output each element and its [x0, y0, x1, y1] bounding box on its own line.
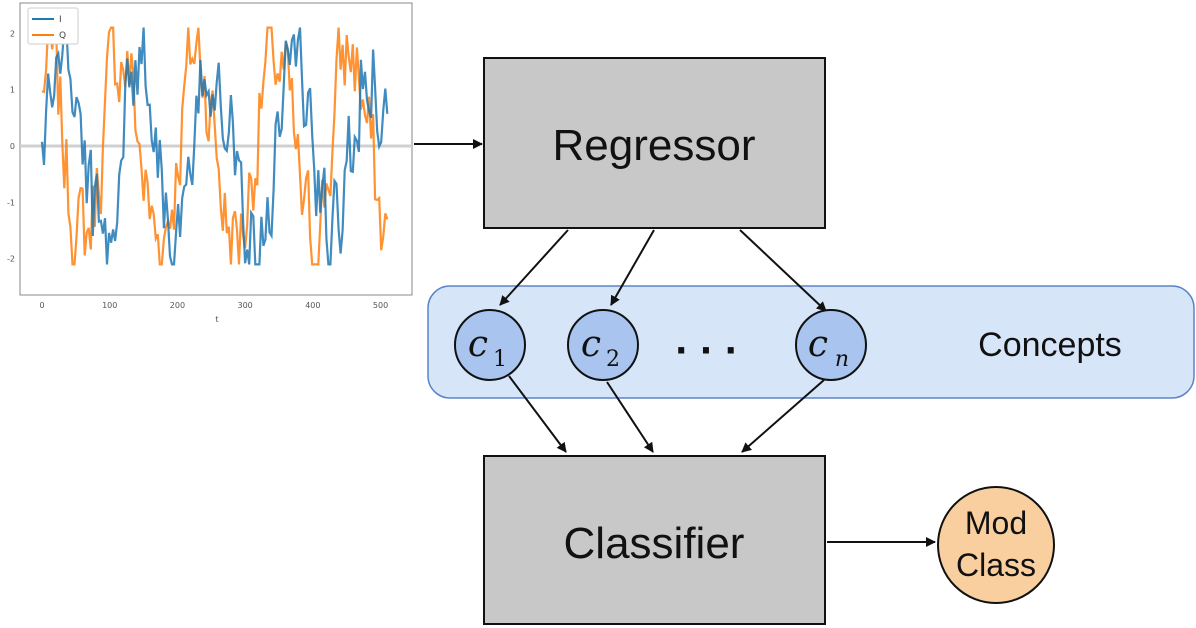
output-label-line1: Mod: [965, 505, 1027, 541]
concept-node-c2: c 2: [567, 309, 639, 381]
series-line-q: [41, 25, 389, 266]
arrow-cn-to-classifier: [741, 379, 825, 453]
concept-node-cn: c n: [795, 309, 867, 381]
x-tick-labels: 0 100 200 300 400 500: [39, 301, 388, 310]
signal-plot: 2 1 0 -1 -2 0 100 200 300 400 500 t I Q: [7, 2, 413, 324]
y-tick-label: 1: [10, 86, 15, 95]
output-node: Mod Class: [937, 486, 1055, 604]
x-tick-label: 100: [102, 301, 117, 310]
concepts-label: Concepts: [978, 326, 1122, 364]
y-tick-label: 2: [10, 29, 15, 38]
x-tick-label: 200: [170, 301, 185, 310]
y-tick-label: -1: [7, 198, 15, 207]
x-axis-label: t: [215, 315, 218, 324]
plot-legend: I Q: [27, 7, 79, 45]
arrow-regressor-to-cn: [739, 229, 827, 312]
legend-label-i: I: [59, 15, 62, 25]
regressor-box: Regressor: [483, 57, 826, 229]
x-tick-label: 300: [237, 301, 252, 310]
svg-text:2: 2: [606, 347, 620, 372]
series-line-i: [40, 26, 389, 266]
arrow-regressor-to-c2: [610, 229, 655, 306]
arrow-c1-to-classifier: [508, 375, 567, 453]
arrow-c2-to-classifier: [606, 381, 654, 453]
concepts-ellipsis: · · ·: [675, 331, 737, 371]
classifier-label: Classifier: [564, 519, 745, 568]
svg-text:c: c: [808, 324, 828, 365]
regressor-label: Regressor: [553, 121, 756, 170]
y-tick-label: -2: [7, 255, 15, 264]
x-tick-label: 0: [39, 301, 44, 310]
svg-text:c: c: [581, 324, 601, 365]
y-tick-labels: 2 1 0 -1 -2: [7, 29, 15, 263]
legend-label-q: Q: [59, 31, 66, 41]
y-tick-label: 0: [10, 142, 15, 151]
svg-text:c: c: [468, 324, 488, 365]
arrow-regressor-to-c1: [499, 229, 569, 306]
svg-text:n: n: [835, 347, 849, 372]
classifier-box: Classifier: [483, 455, 826, 625]
svg-text:1: 1: [493, 347, 507, 372]
series-layer: [40, 25, 389, 266]
concept-node-c1: c 1: [454, 309, 526, 381]
x-tick-label: 500: [373, 301, 388, 310]
output-label-line2: Class: [956, 547, 1036, 583]
x-tick-label: 400: [305, 301, 320, 310]
